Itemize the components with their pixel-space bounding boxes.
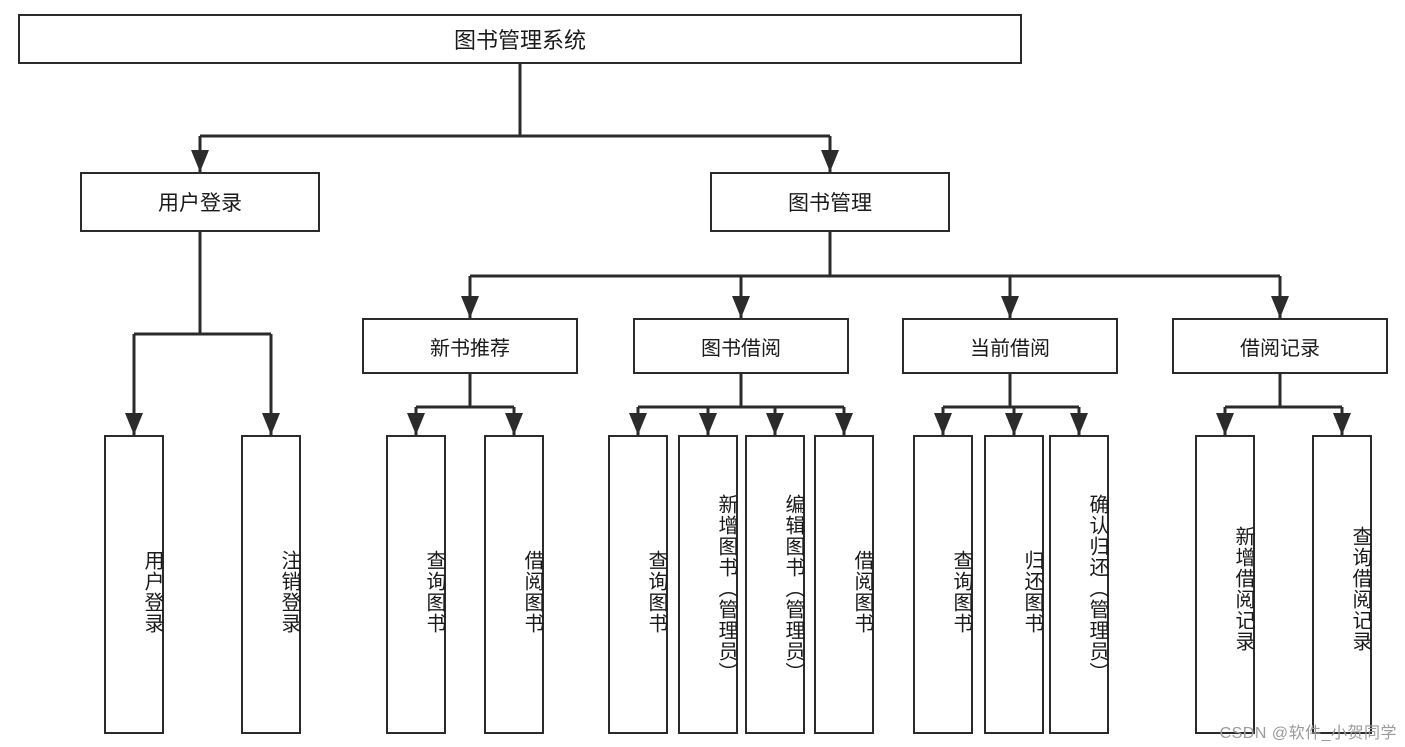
node-l3d[interactable]: 借阅记录 [1172,318,1388,374]
node-label: 查询借阅记录 [1349,525,1371,652]
node-label: 用户登录 [158,192,242,215]
node-label: 当前借阅 [970,337,1050,360]
arrowhead-l3d [1271,296,1289,318]
node-f7[interactable]: 编辑图书（管理员） [745,435,805,734]
node-f2[interactable]: 注销登录 [241,435,301,734]
node-f3[interactable]: 查询图书 [386,435,446,734]
arrowhead-f2 [262,413,280,435]
arrowhead-f4 [505,413,523,435]
node-label: 借阅记录 [1240,337,1320,360]
node-root[interactable]: 图书管理系统 [18,14,1022,64]
node-label: 借阅图书 [521,549,543,634]
arrowhead-f13 [1333,413,1351,435]
node-f12[interactable]: 新增借阅记录 [1195,435,1255,734]
arrowhead-l3c [1001,296,1019,318]
node-label: 归还图书 [1021,549,1043,634]
node-f1[interactable]: 用户登录 [104,435,164,734]
node-label: 图书管理系统 [453,28,586,53]
arrowhead-f7 [766,413,784,435]
arrowhead-f11 [1070,413,1088,435]
node-l2b[interactable]: 图书管理 [710,172,950,232]
node-label: 查询图书 [950,549,972,634]
arrowhead-l3a [461,296,479,318]
arrowhead-f8 [835,413,853,435]
node-label: 借阅图书 [851,549,873,634]
node-f11[interactable]: 确认归还（管理员） [1049,435,1109,734]
node-label: 图书借阅 [701,337,781,360]
arrowhead-l2b [821,150,839,172]
node-f4[interactable]: 借阅图书 [484,435,544,734]
node-f13[interactable]: 查询借阅记录 [1312,435,1372,734]
arrowhead-f6 [699,413,717,435]
arrowhead-l2a [191,150,209,172]
node-f8[interactable]: 借阅图书 [814,435,874,734]
node-f5[interactable]: 查询图书 [608,435,668,734]
node-f9[interactable]: 查询图书 [913,435,973,734]
csdn-watermark: CSDN @软件_小贺同学 [1219,725,1397,742]
node-l3b[interactable]: 图书借阅 [633,318,849,374]
node-label: 编辑图书（管理员） [782,494,804,683]
node-label: 查询图书 [645,549,667,634]
node-label: 新增借阅记录 [1232,525,1254,652]
node-l3a[interactable]: 新书推荐 [362,318,578,374]
arrowhead-f12 [1216,413,1234,435]
node-label: 用户登录 [141,549,163,634]
arrowhead-l3b [732,296,750,318]
node-f10[interactable]: 归还图书 [984,435,1044,734]
node-l3c[interactable]: 当前借阅 [902,318,1118,374]
node-label: 注销登录 [278,549,300,634]
node-label: 查询图书 [423,549,445,634]
arrowhead-f9 [934,413,952,435]
node-label: 新增图书（管理员） [715,494,737,683]
arrowhead-f1 [125,413,143,435]
arrowhead-f5 [629,413,647,435]
node-label: 图书管理 [788,192,872,215]
arrowhead-f3 [407,413,425,435]
arrowhead-f10 [1005,413,1023,435]
node-label: 确认归还（管理员） [1086,494,1108,683]
node-l2a[interactable]: 用户登录 [80,172,320,232]
node-label: 新书推荐 [430,337,510,360]
node-f6[interactable]: 新增图书（管理员） [678,435,738,734]
